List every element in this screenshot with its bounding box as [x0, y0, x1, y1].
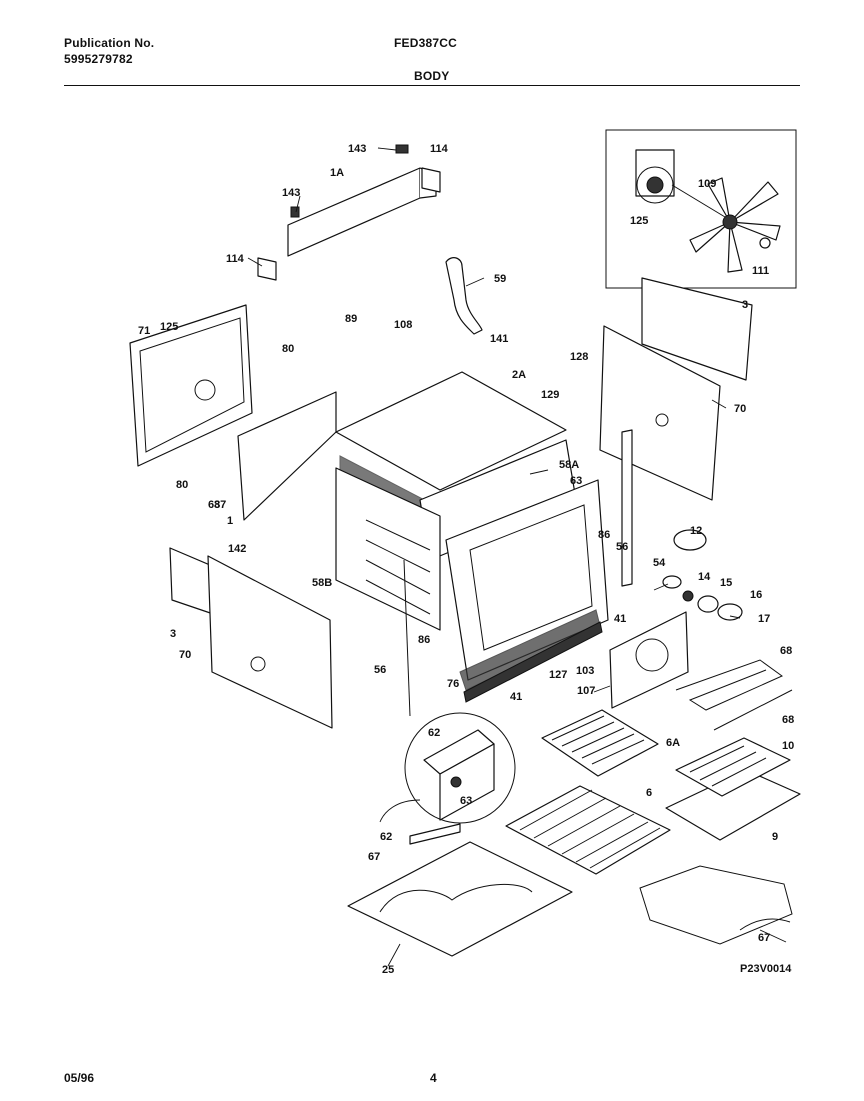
callout-label: 143	[348, 143, 366, 155]
footer-page-number: 4	[430, 1071, 437, 1085]
callout-label: 16	[750, 589, 762, 601]
callout-label: 6A	[666, 737, 680, 749]
callout-label: 41	[614, 613, 626, 625]
callout-label: 70	[734, 403, 746, 415]
callout-label: 114	[430, 143, 449, 155]
callout-label: 17	[758, 613, 770, 625]
bake-element	[639, 865, 793, 945]
callout-label: 80	[176, 479, 188, 491]
callout-label: 6	[646, 787, 652, 799]
leader-lines	[247, 195, 787, 967]
callout-label: 41	[510, 691, 522, 703]
callout-label: 62	[428, 727, 440, 739]
callout-label: 89	[345, 313, 357, 325]
element-bracket	[713, 689, 793, 731]
callout-label: 15	[720, 577, 732, 589]
callout-label: 125	[160, 321, 178, 333]
callout-label: 67	[758, 932, 770, 944]
terminal-block-inset	[379, 712, 516, 845]
lower-side-panel	[169, 547, 411, 729]
callout-label: 128	[570, 351, 588, 363]
rear-vent-assembly	[257, 144, 441, 281]
callout-label: 114	[226, 253, 245, 265]
callout-label: 56	[616, 541, 628, 553]
callout-label: 143	[282, 187, 300, 199]
header-rule	[64, 85, 800, 86]
callout-label: 2A	[512, 369, 526, 381]
callout-label: 3	[170, 628, 176, 640]
publication-label: Publication No.	[64, 36, 155, 50]
side-trim-strip	[621, 429, 633, 587]
callout-label: 141	[490, 333, 508, 345]
callout-label: 103	[576, 665, 594, 677]
oven-bottom-panel	[347, 841, 573, 957]
oven-rack-lower	[505, 785, 671, 875]
fan-motor-inset	[605, 129, 797, 289]
callout-label: 3	[742, 299, 748, 311]
callout-label: 142	[228, 543, 246, 555]
callout-label: 127	[549, 669, 567, 681]
callout-label: 68	[208, 499, 220, 511]
convection-fan-cover	[609, 611, 689, 709]
callout-label: 86	[418, 634, 430, 646]
callout-label: 12	[690, 525, 702, 537]
callout-label: 54	[653, 557, 666, 569]
callout-label: 56	[374, 664, 386, 676]
oven-rack-upper	[541, 709, 659, 777]
vent-tube	[445, 257, 483, 335]
oven-cabinet	[237, 371, 577, 631]
callout-label: 25	[382, 964, 394, 976]
callout-label: 67	[368, 851, 380, 863]
callout-label: 1	[227, 515, 233, 527]
section-title: BODY	[414, 69, 450, 83]
callout-label: 109	[698, 178, 716, 190]
callout-label: 1A	[330, 167, 344, 179]
model-number: FED387CC	[394, 36, 457, 50]
callout-label: 63	[460, 795, 472, 807]
callout-label: 59	[494, 273, 506, 285]
callout-label: 76	[447, 678, 459, 690]
callout-label: 71	[138, 325, 150, 337]
callout-label: 37	[214, 499, 226, 511]
callout-label: 129	[541, 389, 559, 401]
callout-label: 70	[179, 649, 191, 661]
footer-date: 05/96	[64, 1071, 95, 1085]
callout-label: 108	[394, 319, 412, 331]
callout-label: 125	[630, 215, 648, 227]
callout-label: 14	[698, 571, 711, 583]
callout-label: 107	[577, 685, 595, 697]
callout-label: 9	[772, 831, 778, 843]
bottom-trim	[463, 621, 603, 703]
left-side-panel	[129, 304, 253, 467]
callout-label: 111	[752, 265, 769, 277]
broiler-pan	[665, 737, 801, 841]
convection-element	[675, 659, 783, 711]
callout-label: 68	[782, 714, 794, 726]
callout-label: 68	[780, 645, 792, 657]
diagram-code: P23V0014	[740, 963, 792, 975]
publication-number: 5995279782	[64, 52, 133, 66]
callout-label: 63	[570, 475, 582, 487]
callout-label: 86	[598, 529, 610, 541]
callout-label: 58B	[312, 577, 332, 589]
oven-front-frame	[445, 479, 609, 691]
oven-light-parts	[662, 529, 743, 621]
callout-label: 10	[782, 740, 794, 752]
callout-label: 58A	[559, 459, 579, 471]
callout-label: 62	[380, 831, 392, 843]
callout-label: 80	[282, 343, 294, 355]
